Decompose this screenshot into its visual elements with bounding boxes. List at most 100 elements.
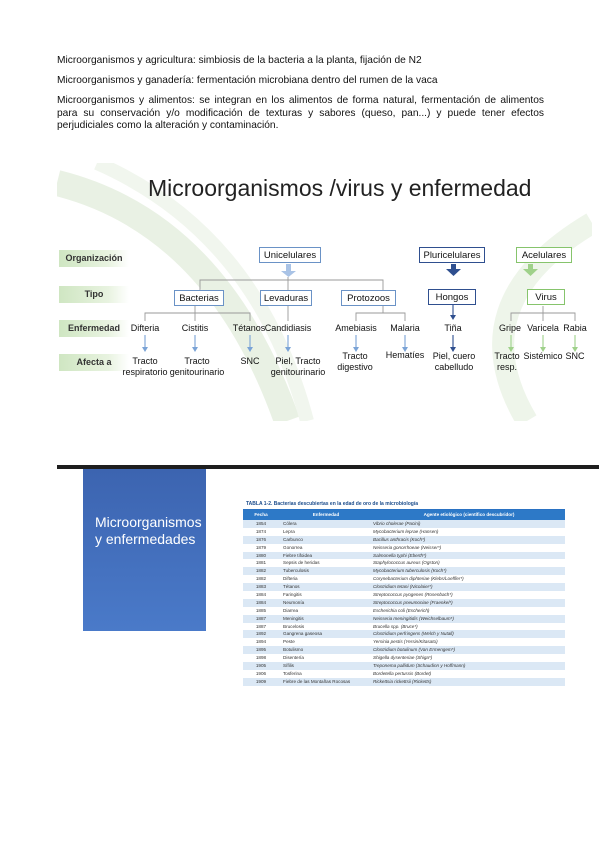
table-row: 1882 Tuberculosis Mycobacterium tuberculos… [243, 567, 565, 576]
box-bacterias: Bacterias [174, 290, 224, 306]
cell-agente: Mycobacterium leprae (Hansen) [373, 528, 439, 534]
cell-fecha: 1880 [255, 552, 267, 558]
cell-enfermedad: Tosferina [283, 670, 302, 676]
cell-agente: Treponema pallidum (Schaudinn y Hoffmann… [373, 663, 466, 669]
cell-fecha: 1898 [255, 655, 267, 661]
cell-fecha: 1884 [255, 599, 267, 605]
cell-agente: Shigella dysenteriae (Shiga*) [373, 655, 433, 661]
cell-fecha: 1906 [255, 670, 267, 676]
title-panel: Microorganismos y enfermedades [83, 469, 206, 631]
cell-fecha: 1892 [255, 631, 267, 637]
cell-enfermedad: Tétanos [283, 584, 300, 590]
affects-hematies: Hematíes [385, 350, 425, 360]
cell-agente: Clostridium tetani (Nicolaier*) [373, 584, 433, 590]
affects-tracto-genitourinario: Tracto genitourinario [169, 356, 225, 377]
table-header: Fecha Enfermedad Agente etiológico (cien… [243, 510, 565, 520]
cell-agente: Escherichia coli (Escherich) [373, 607, 430, 613]
slide-virus-enfermedad: Microorganismos /virus y enfermedad Orga… [57, 163, 592, 421]
cell-enfermedad: Lepra [283, 528, 295, 534]
header-enfermedad: Enfermedad [312, 512, 340, 517]
box-pluricelulares: Pluricelulares [419, 247, 485, 263]
box-unicelulares: Unicelulares [259, 247, 321, 263]
cell-agente: Rickettsia rickettsii (Ricketts) [373, 678, 432, 684]
cell-enfermedad: Botulismo [283, 647, 304, 653]
cell-agente: Corynebacterium diphteriae (Klebs/Loeffl… [373, 576, 464, 582]
cell-agente: Mycobacterium tuberculosis (Koch*) [373, 568, 447, 574]
affects-tracto-respiratorio: Tracto respiratorio [122, 356, 168, 377]
disease-tetanos: Tétanos [232, 323, 266, 333]
decorative-arcs [57, 163, 592, 421]
affects-piel-cuero-cabelludo: Piel, cuero cabelludo [432, 351, 476, 372]
cell-agente: Neisseria gonorrhoeae (Neisser*) [373, 544, 442, 550]
affects-snc: SNC [240, 356, 260, 366]
table-row: 1874 Lepra Mycobacterium leprae (Hansen) [243, 527, 565, 536]
cell-enfermedad: Tuberculosis [283, 568, 309, 574]
row-label-organizacion: Organización [59, 250, 129, 267]
cell-agente: Clostridium perfringens (Welch y Nutall) [373, 631, 454, 637]
table-row: 1885 Diarrea Escherichia coli (Escherich) [243, 606, 565, 615]
panel-title: Microorganismos y enfermedades [95, 514, 202, 547]
cell-fecha: 1883 [255, 584, 267, 590]
cell-fecha: 1909 [255, 678, 267, 684]
paragraph-agricultura: Microorganismos y agricultura: simbiosis… [57, 55, 422, 66]
box-virus: Virus [527, 289, 565, 305]
disease-gripe: Gripe [498, 323, 521, 333]
cell-agente: Staphylococcus aureus (Ogston) [373, 560, 440, 566]
hierarchy-connectors [142, 264, 578, 352]
slide-title: Microorganismos /virus y enfermedad [148, 175, 532, 201]
affects-snc-virus: SNC [565, 351, 585, 361]
disease-cistitis: Cistitis [181, 323, 209, 333]
paragraph-alimentos: Microorganismos y alimentos: se integran… [57, 95, 544, 132]
cell-enfermedad: Diarrea [283, 607, 299, 613]
cell-agente: Salmonella typhi (Eberth*) [373, 552, 427, 558]
disease-tina: Tiña [444, 323, 462, 333]
disease-difteria: Difteria [130, 323, 160, 333]
table-row: 1883 Tétanos Clostridium tetani (Nicolaier… [243, 583, 565, 592]
cell-agente: Neisseria meningitidis (Weichselbaum*) [373, 615, 454, 621]
cell-fecha: 1882 [255, 568, 267, 574]
cell-agente: Streptococcus pyogenes (Rosenbach*) [373, 592, 453, 598]
disease-varicela: Varicela [527, 323, 559, 333]
cell-agente: Vibrio cholerae (Pacini) [373, 521, 421, 526]
cell-fecha: 1884 [255, 592, 267, 598]
table-row: 1884 Faringitis Streptococcus pyogenes (Ro… [243, 591, 565, 599]
cell-enfermedad: Carbunco [283, 536, 303, 542]
header-fecha: Fecha [254, 512, 268, 517]
cell-fecha: 1905 [255, 663, 267, 669]
cell-fecha: 1874 [255, 528, 267, 534]
cell-enfermedad: Disentería [283, 655, 304, 661]
table-title: TABLA 1-2. Bacterias descubiertas en la … [243, 499, 565, 510]
slide-divider [57, 465, 599, 469]
cell-fecha: 1885 [255, 607, 267, 613]
cell-fecha: 1887 [255, 623, 267, 629]
cell-fecha: 1894 [255, 639, 267, 645]
cell-agente: Brucella spp. (Bruce*) [373, 623, 418, 629]
cell-fecha: 1881 [255, 560, 267, 566]
box-levaduras: Levaduras [260, 290, 312, 306]
row-label-tipo: Tipo [59, 286, 129, 303]
cell-enfermedad: Faringitis [283, 592, 302, 598]
disease-rabia: Rabia [563, 323, 587, 333]
cell-agente: Clostridium botulinum (Van Ermengem*) [373, 647, 456, 653]
header-agente: Agente etiológico (científico descubrido… [423, 512, 515, 517]
cell-agente: Bacillus anthracis (Koch*) [373, 536, 426, 542]
box-protozoos: Protozoos [341, 290, 396, 306]
affects-tracto-digestivo: Tracto digestivo [337, 351, 373, 372]
box-hongos: Hongos [428, 289, 476, 305]
cell-enfermedad: Fiebre tifoidea [283, 552, 313, 558]
cell-enfermedad: Peste [283, 639, 295, 645]
row-label-afecta-a: Afecta a [59, 354, 129, 371]
